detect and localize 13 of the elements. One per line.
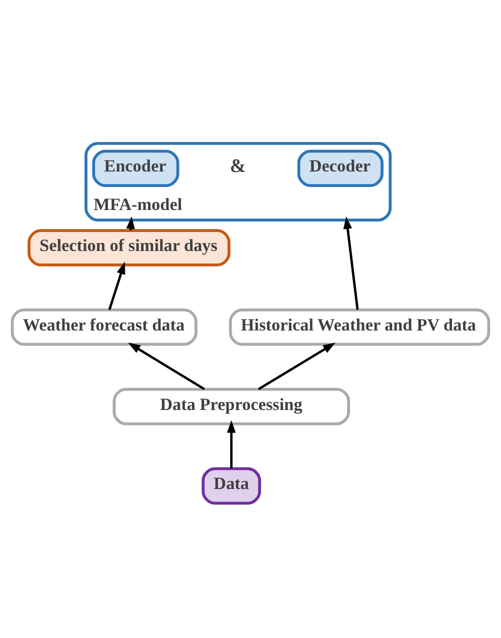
- arrow: [258, 342, 336, 390]
- node-box: Decoder: [297, 149, 384, 186]
- node-box: Selection of similar days: [28, 228, 230, 266]
- arrow: [227, 420, 236, 468]
- node-box: Encoder: [92, 149, 180, 186]
- node-box: Data: [202, 466, 262, 504]
- arrow: [108, 261, 126, 310]
- arrow: [128, 342, 205, 390]
- node-box: Weather forecast data: [10, 308, 198, 346]
- label: &: [230, 156, 246, 177]
- node-box: Historical Weather and PV data: [228, 308, 490, 346]
- arrow: [343, 216, 359, 310]
- node-box: Data Preprocessing: [112, 387, 350, 425]
